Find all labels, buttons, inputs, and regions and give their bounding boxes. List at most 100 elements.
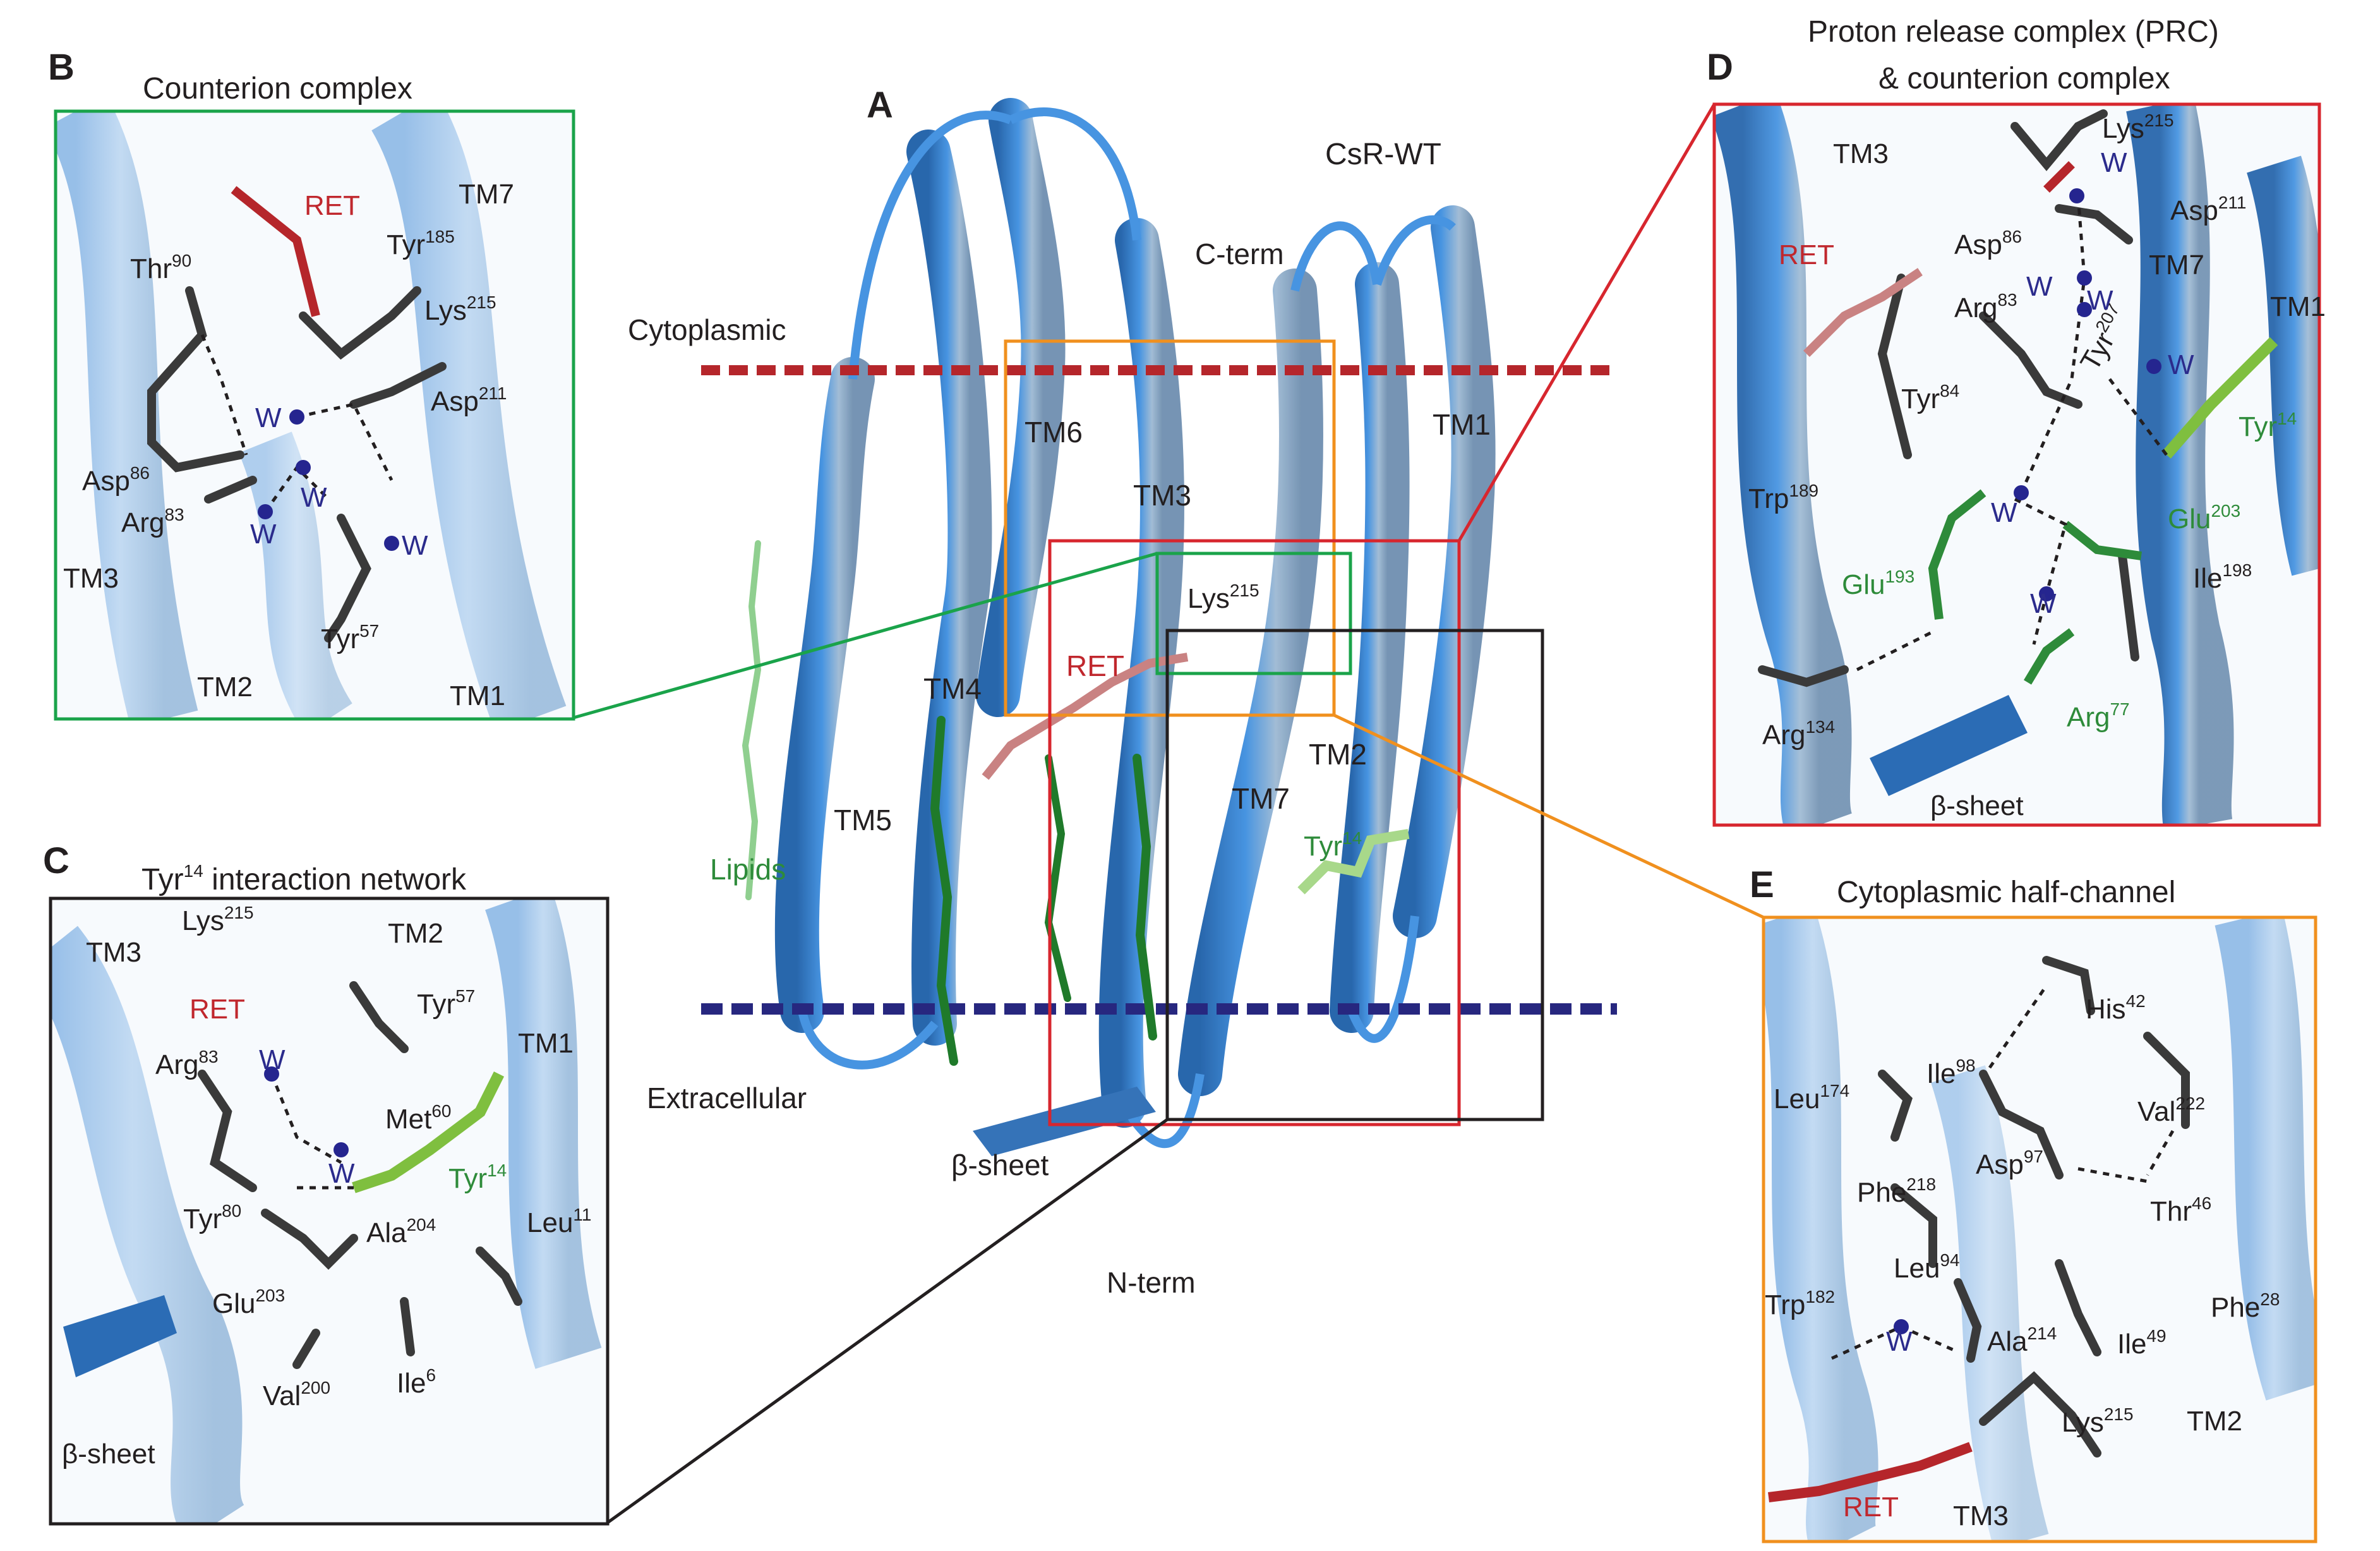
arg83-label-d: Arg83 [1954, 290, 2017, 323]
box-cytoplasmic [1004, 339, 1336, 717]
met60-label-c: Met60 [385, 1101, 452, 1135]
panel-b: B Counterion complex [48, 47, 575, 721]
tyr185-label-b: Tyr185 [387, 227, 455, 260]
connector-c [606, 1118, 1169, 1524]
beta-sheet-label-d: β-sheet [1930, 790, 2024, 821]
lys215-label-b: Lys215 [424, 293, 496, 326]
beta-sheet-a [973, 1087, 1156, 1156]
tm5-label-a: TM5 [834, 804, 892, 836]
tyr14-label-d: Tyr14 [2239, 409, 2297, 442]
tm3-label-b: TM3 [63, 563, 119, 594]
helix-tm5 [774, 357, 875, 1033]
connector-d [1457, 103, 1716, 542]
panel-e-letter: E [1750, 864, 1774, 905]
cterm-label: C-term [1195, 238, 1284, 270]
tm6-label-a: TM6 [1025, 416, 1083, 449]
ile198-label-d: Ile198 [2193, 560, 2252, 594]
helix-tm2 [1330, 262, 1410, 1033]
tm2-label-e: TM2 [2187, 1406, 2242, 1437]
panel-d-title-line1: Proton release complex (PRC) [1808, 15, 2219, 49]
ile49-label-e: Ile49 [2117, 1326, 2167, 1360]
connector-b [573, 552, 1158, 720]
leu174-label-e: Leu174 [1774, 1081, 1849, 1114]
glu203-label-d: Glu203 [2168, 501, 2240, 534]
box-tyr14 [1165, 629, 1544, 1121]
trp189-label-d: Trp189 [1748, 481, 1818, 514]
his42-label-e: His42 [2086, 991, 2146, 1025]
arg83-label-c: Arg83 [155, 1047, 219, 1080]
lipids-label: Lipids [710, 853, 786, 886]
beta-sheet-label-a: β-sheet [951, 1149, 1049, 1181]
panel-b-frame [54, 109, 575, 721]
water-label-d-1: W [2101, 147, 2127, 178]
panel-c-title: Tyr14 interaction network [141, 861, 467, 896]
ile6-label-c: Ile6 [397, 1365, 436, 1399]
helix-tm3 [1098, 218, 1184, 1128]
panel-e: E Cytoplasmic half-channel [1750, 864, 2317, 1543]
water-label-c-2: W [328, 1158, 355, 1189]
retinal-a [982, 653, 1189, 780]
ret-label-b: RET [304, 190, 360, 221]
nterm-label: N-term [1107, 1266, 1196, 1299]
panel-c-letter: C [43, 840, 69, 881]
glu193-label-d: Glu193 [1842, 567, 1914, 600]
panel-b-letter: B [48, 47, 75, 88]
water-label-d-3: W [2087, 285, 2113, 316]
water-label-b-1: W [255, 402, 282, 433]
panel-c: C Tyr14 interaction network TM3 [43, 840, 610, 1526]
lys215-label-a: Lys215 [1187, 581, 1259, 614]
lipids [742, 540, 1157, 1066]
loop-top [848, 107, 1456, 380]
tyr14-label-c: Tyr14 [448, 1161, 507, 1194]
ret-label-d: RET [1779, 239, 1834, 270]
tm3-label-a: TM3 [1133, 479, 1191, 512]
thr90-label-b: Thr90 [130, 251, 191, 284]
leu11-label-c: Leu11 [527, 1205, 592, 1238]
water-label-c-1: W [259, 1044, 285, 1075]
tyr84-label-d: Tyr84 [1901, 381, 1959, 414]
phe28-label-e: Phe28 [2211, 1289, 2280, 1323]
box-counterion [1155, 552, 1352, 675]
lys215-label-e: Lys215 [2062, 1404, 2134, 1438]
tm1-label-b: TM1 [450, 680, 505, 711]
ret-label-a: RET [1066, 649, 1124, 682]
panel-a-title: CsR-WT [1325, 138, 1441, 171]
arg77-label-d: Arg77 [2067, 699, 2130, 733]
helix-tm1 [1393, 205, 1496, 938]
panel-a: A CsR-WT [573, 85, 1765, 1524]
water-label-d-4: W [2168, 349, 2194, 380]
panel-e-title: Cytoplasmic half-channel [1837, 876, 2175, 909]
beta-sheet-label-c: β-sheet [62, 1439, 155, 1470]
helix-bundle [774, 98, 1496, 1156]
tm1-label-d: TM1 [2270, 291, 2326, 322]
tm4-label-a: TM4 [923, 672, 982, 705]
tyr57-label-c: Tyr57 [417, 986, 475, 1020]
ala204-label-c: Ala204 [366, 1215, 436, 1248]
ala214-label-e: Ala214 [1987, 1324, 2057, 1357]
tm3-label-d: TM3 [1833, 138, 1889, 169]
water-label-b-3: W [250, 519, 277, 550]
tyr14-a [1297, 829, 1410, 895]
leu94-label-e: Leu94 [1894, 1250, 1960, 1284]
helix-tm7 [1178, 269, 1323, 1096]
water-label-b-2: W [301, 482, 327, 513]
arg83-label-b: Arg83 [121, 505, 184, 538]
asp97-label-e: Asp97 [1976, 1147, 2043, 1180]
tm2-label-a: TM2 [1309, 738, 1367, 771]
connector-e [1333, 713, 1765, 919]
panel-a-letter: A [867, 85, 893, 126]
ret-label-e: RET [1843, 1492, 1899, 1523]
trp182-label-e: Trp182 [1765, 1287, 1835, 1320]
tm1-label-c: TM1 [518, 1028, 574, 1059]
panel-c-frame [49, 896, 610, 1526]
panel-d: D Proton release complex (PRC) & counter… [1707, 15, 2326, 827]
phe218-label-e: Phe218 [1857, 1174, 1936, 1208]
tm7-label-b: TM7 [459, 179, 514, 210]
asp211-label-b: Asp211 [431, 383, 507, 417]
water-label-e: W [1886, 1326, 1913, 1357]
tm1-label-a: TM1 [1433, 408, 1491, 441]
water-label-d-5: W [1991, 497, 2017, 528]
tm7-label-d: TM7 [2149, 250, 2204, 281]
box-prc [1048, 539, 1461, 1126]
tm2-label-b: TM2 [197, 672, 253, 703]
